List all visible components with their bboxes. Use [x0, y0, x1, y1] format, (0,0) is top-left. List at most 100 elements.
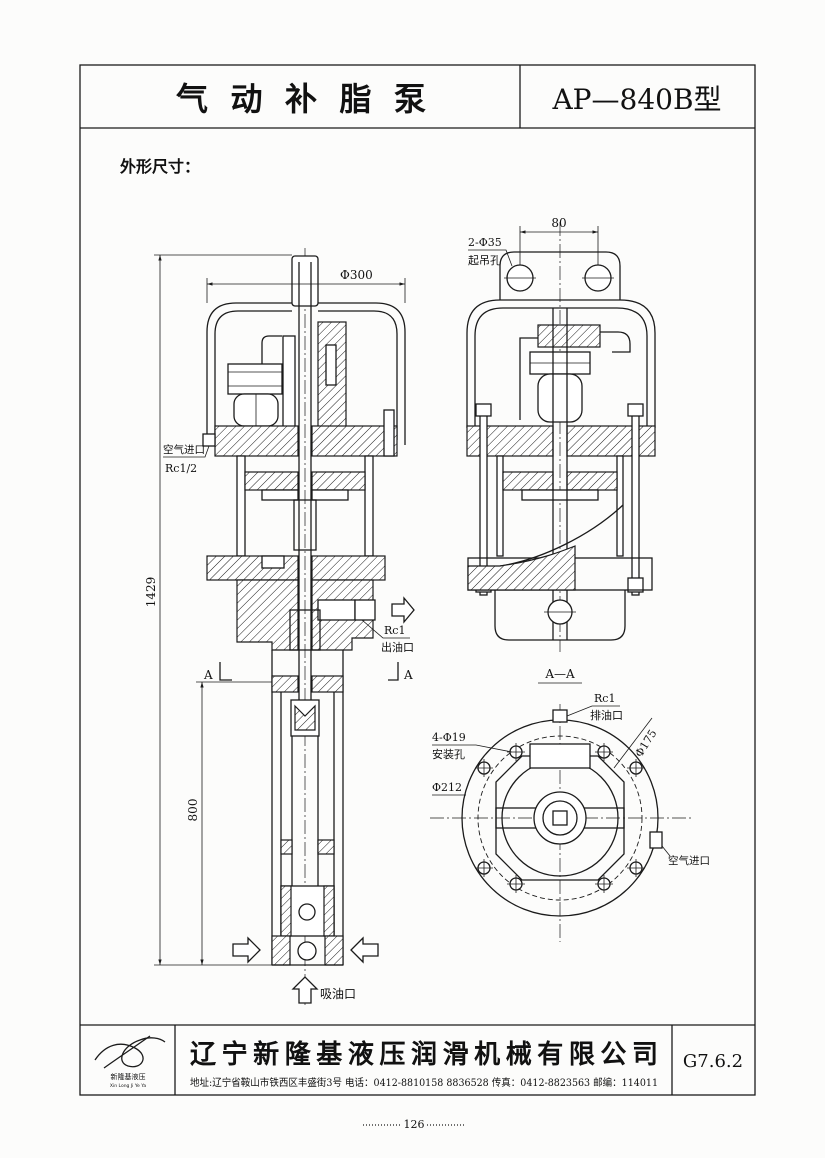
section-mark-right-letter: A — [403, 668, 413, 682]
section-plate-right — [566, 425, 656, 457]
lifting-lug — [499, 251, 621, 300]
air-piston-right — [311, 471, 366, 491]
section-cover-outer — [466, 299, 656, 428]
plan-air-inlet-leader — [661, 845, 671, 857]
tube-collar-left — [271, 675, 299, 693]
dimension-lower-height: 800 — [186, 681, 272, 965]
suction-label: 吸油口 — [320, 987, 356, 1001]
upper-cylinder-cap-right — [311, 425, 398, 457]
mount-holes-desc: 安装孔 — [432, 747, 465, 761]
section-piston-seal — [521, 489, 599, 501]
air-motor-cover-inner — [214, 310, 398, 440]
plan-outlet-leader — [566, 705, 620, 717]
company-logo: 新隆基液压 Xin Long Ji Ye Ya — [94, 1035, 166, 1089]
pilot-pipe-left — [519, 337, 538, 420]
logo-subtext: Xin Long Ji Ye Ya — [110, 1083, 146, 1089]
section-title: 外形尺寸： — [119, 157, 200, 176]
tie-rod-nut — [475, 403, 492, 417]
tie-rod-nut — [627, 577, 644, 593]
base-boss-outline — [495, 755, 625, 881]
middle-flange-right — [311, 555, 386, 581]
outer-border — [79, 64, 756, 1096]
body-bolt-hole — [507, 875, 525, 893]
hole-cross — [595, 743, 613, 761]
plan-outlet-label: 排油口 — [590, 708, 623, 722]
section-caption: A—A — [544, 667, 575, 681]
pilot-valve-block — [537, 324, 601, 348]
company-address: 地址:辽宁省鞍山市铁西区丰盛街3号 电话：0412-8810158 883652… — [190, 1076, 658, 1089]
pilot-pipe-right — [600, 331, 631, 353]
outlet-thread-label: Rc1 — [384, 624, 405, 637]
packing-gland — [289, 609, 321, 651]
air-inlet-label: 空气进口 — [163, 443, 205, 456]
lift-holes-desc: 起吊孔 — [468, 254, 501, 267]
piston-seal-right — [311, 489, 349, 501]
cylinder-wall-left — [236, 455, 246, 557]
upper-cylinder-cap-left — [214, 425, 299, 457]
plan-outlet-thread-label: Rc1 — [594, 692, 615, 705]
section-mark-right-bracket — [388, 662, 399, 681]
hole-cross — [595, 875, 613, 893]
mount-hole — [475, 759, 493, 777]
bolt-circle-leader — [613, 717, 653, 769]
mount-hole — [627, 859, 645, 877]
plan-air-inlet-label: 空气进口 — [668, 854, 710, 867]
hole-cross — [627, 759, 645, 777]
catalog-code: G7.6.2 — [683, 1051, 743, 1072]
tube-collar-right — [311, 675, 344, 693]
outer-dia-label: Φ212 — [432, 781, 462, 794]
lift-hole-leader — [468, 249, 513, 267]
mount-holes-label: 4-Φ19 — [432, 731, 466, 744]
air-valve-block — [227, 363, 283, 395]
hole-cross — [475, 859, 493, 877]
section-cylinder-wall-left — [496, 455, 504, 557]
mount-hole — [627, 759, 645, 777]
foot-valve-wall-right — [323, 885, 335, 937]
section-piston-right — [566, 471, 618, 491]
section-mark-left-letter: A — [203, 668, 213, 682]
hub-inner — [542, 800, 578, 836]
company-name: 辽宁新隆基液压润滑机械有限公司 — [190, 1039, 658, 1070]
piston-rod-cap — [291, 255, 319, 307]
cover-bolt — [383, 409, 395, 457]
model-number: AP—840B型 — [551, 83, 721, 116]
body-bolt-hole — [595, 743, 613, 761]
body-bolt-hole — [595, 875, 613, 893]
air-piston-left — [244, 471, 299, 491]
foot-valve-wall-left — [280, 885, 292, 937]
reversing-block-slot — [325, 344, 337, 386]
dimension-lug-spacing: 80 — [519, 216, 599, 265]
intake-ball — [297, 941, 317, 961]
air-pipe — [261, 335, 282, 364]
air-inlet-leader — [163, 445, 210, 458]
section-lower-housing — [494, 590, 626, 641]
section-cover-inner — [474, 307, 648, 428]
piston-seal-left — [261, 489, 299, 501]
flange-port — [261, 555, 285, 569]
tube-seal-right — [317, 839, 335, 855]
intake-arrow-left-icon — [232, 936, 261, 964]
rod-square — [552, 810, 568, 826]
dim-lug-spacing-value: 80 — [551, 216, 566, 230]
dim-total-height-value: 1429 — [144, 577, 158, 608]
dim-lower-height-value: 800 — [186, 799, 200, 822]
suction-arrow-up-icon — [291, 976, 319, 1004]
outlet-fitting — [354, 599, 376, 621]
outlet-channel — [317, 599, 356, 621]
air-inlet-thread-label: Rc1/2 — [165, 462, 197, 475]
hole-cross — [627, 859, 645, 877]
page-number: 126 — [404, 1118, 425, 1131]
tie-rod-nut — [627, 403, 644, 417]
section-mark-left-bracket — [219, 662, 232, 681]
reversing-valve-body — [537, 373, 583, 423]
mount-hole — [475, 859, 493, 877]
logo-stroke — [103, 1035, 151, 1069]
air-motor-cover-outer — [206, 302, 406, 445]
intake-arrow-right-icon — [350, 936, 379, 964]
page-title: 气 动 补 脂 泵 — [176, 80, 426, 118]
bolt-circle — [477, 735, 643, 901]
outlet-arrow-icon — [391, 596, 415, 624]
